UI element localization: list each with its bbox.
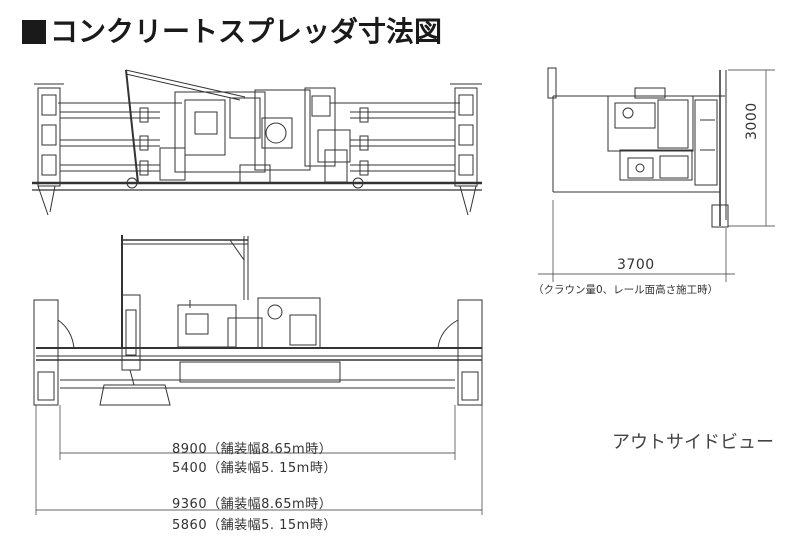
side-width-dimension: 3700 bbox=[617, 257, 655, 273]
plan-view-drawing bbox=[32, 69, 482, 216]
front-dim-2: 5400（舗装幅5. 15m時） bbox=[172, 461, 337, 476]
front-dim-3: 9360（舗装幅8.65m時） bbox=[172, 497, 333, 512]
title-square-icon bbox=[22, 20, 46, 44]
front-dim-4: 5860（舗装幅5. 15m時） bbox=[172, 518, 337, 533]
page-title-text: コンクリートスプレッダ寸法図 bbox=[50, 15, 443, 48]
outside-view-label: アウトサイドビュー bbox=[612, 432, 774, 453]
side-height-dimension: 3000 bbox=[744, 102, 760, 140]
front-view-drawing bbox=[33, 235, 483, 515]
side-view-drawing bbox=[538, 67, 775, 282]
side-view-note: （クラウン量0、レール面高さ施工時） bbox=[533, 284, 719, 296]
page-title: コンクリートスプレッダ寸法図 bbox=[22, 10, 442, 50]
front-dim-1: 8900（舗装幅8.65m時） bbox=[172, 442, 333, 457]
